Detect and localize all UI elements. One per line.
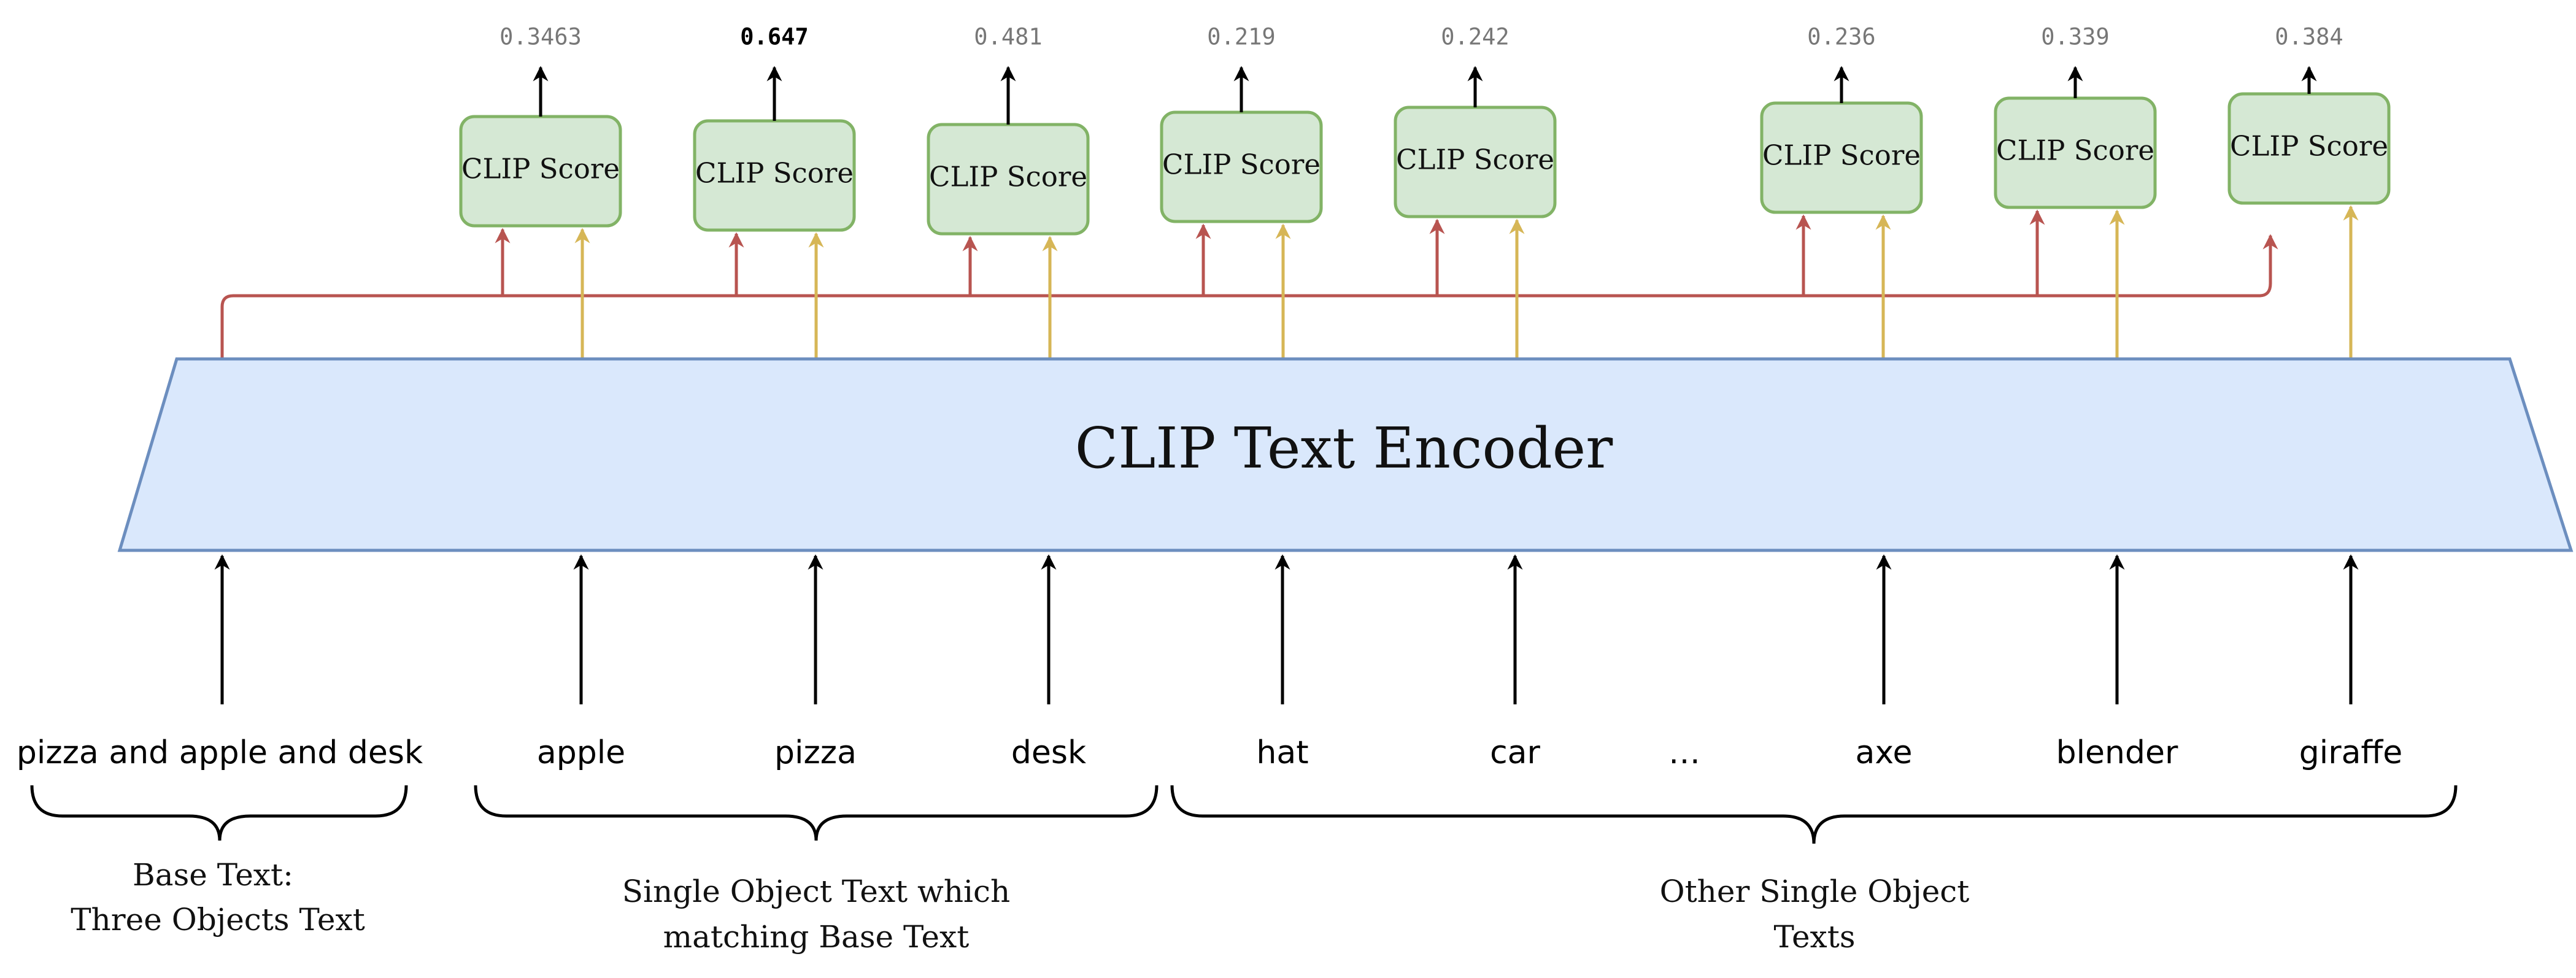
- base-group-caption-line1: Base Text:: [133, 857, 293, 893]
- object-input-label: car: [1490, 734, 1540, 771]
- other-group-caption-line2: Texts: [1773, 919, 1855, 955]
- clip-score-value: 0.219: [1207, 24, 1275, 50]
- clip-score-value: 0.3463: [499, 24, 582, 50]
- clip-score-box-label: CLIP Score: [929, 161, 1087, 193]
- matching-group-brace: [474, 785, 1159, 841]
- object-input-label: hat: [1256, 734, 1308, 771]
- other-group-caption-line1: Other Single Object: [1660, 874, 1970, 909]
- object-input-label: axe: [1855, 734, 1912, 771]
- matching-group-caption-line1: Single Object Text which: [622, 874, 1010, 909]
- base-embedding-line: [220, 234, 2278, 358]
- ellipsis-label: …: [1668, 734, 1700, 771]
- clip-score-box-label: CLIP Score: [695, 157, 854, 190]
- object-input-label: apple: [537, 734, 625, 771]
- base-input-label: pizza and apple and desk: [17, 734, 423, 771]
- clip-score-value: 0.339: [2041, 24, 2109, 50]
- clip-score-box-label: CLIP Score: [1162, 148, 1321, 181]
- clip-score-value: 0.242: [1441, 24, 1509, 50]
- clip-score-value: 0.236: [1807, 24, 1875, 50]
- encoder-block: [117, 357, 2574, 552]
- clip-score-value: 0.384: [2275, 24, 2343, 50]
- encoder-label: CLIP Text Encoder: [1075, 415, 1613, 481]
- object-input-label: desk: [1011, 734, 1086, 771]
- clip-score-box-label: CLIP Score: [1996, 134, 2154, 167]
- object-input-label: blender: [2056, 734, 2178, 771]
- clip-score-box-label: CLIP Score: [2230, 130, 2388, 163]
- object-input-label: pizza: [774, 734, 857, 771]
- clip-score-value: 0.647: [740, 24, 808, 50]
- clip-score-box-label: CLIP Score: [461, 153, 620, 185]
- object-input-label: giraffe: [2299, 734, 2403, 771]
- clip-score-box-label: CLIP Score: [1762, 139, 1921, 172]
- other-group-brace: [1170, 785, 2458, 844]
- clip-score-box-label: CLIP Score: [1396, 144, 1554, 176]
- base-group-brace: [30, 785, 408, 841]
- base-group-caption-line2: Three Objects Text: [71, 902, 365, 938]
- clip-score-value: 0.481: [974, 24, 1042, 50]
- matching-group-caption-line2: matching Base Text: [663, 919, 970, 955]
